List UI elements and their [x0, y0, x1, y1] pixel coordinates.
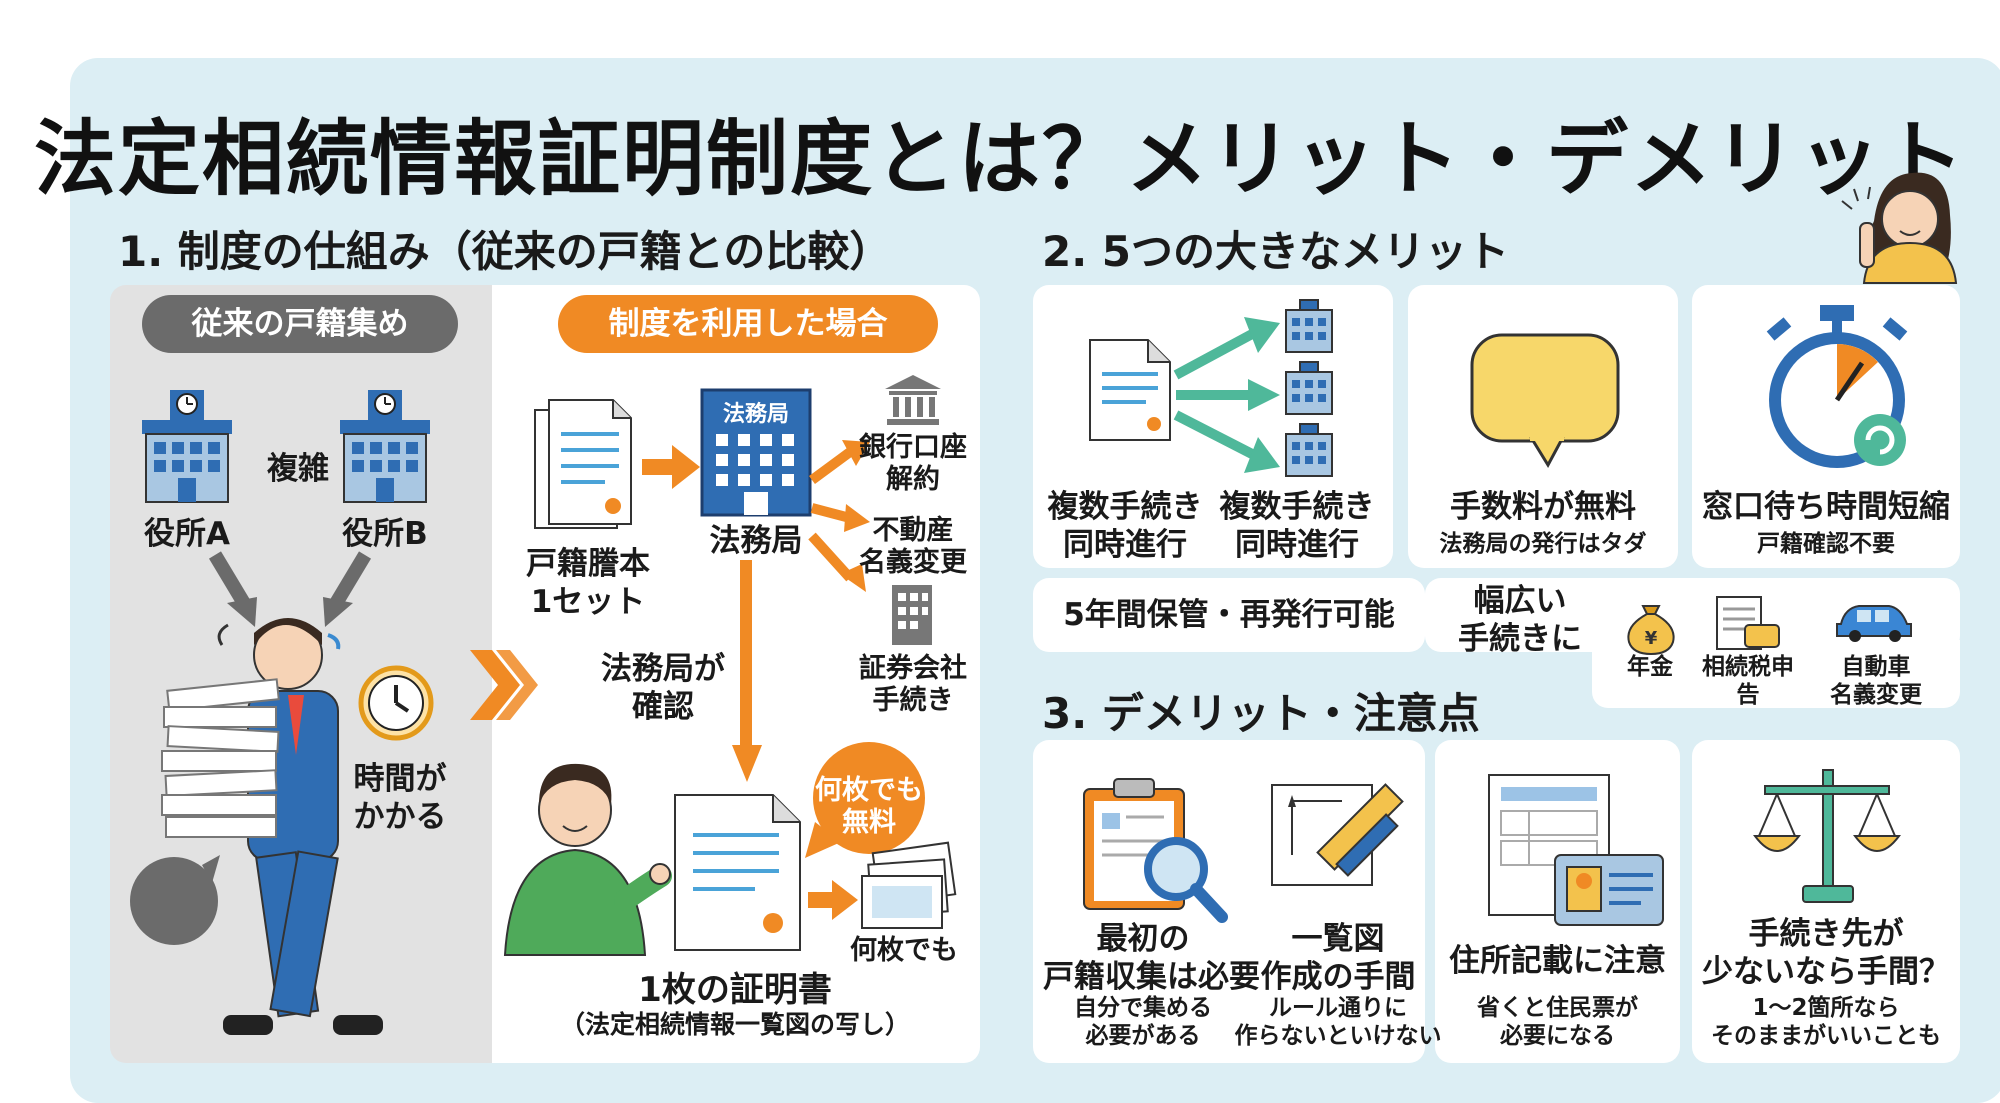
teal-fan-arrows-icon [1173, 317, 1280, 473]
certificate-document-icon [674, 794, 801, 951]
merit-time-sub: 戸籍確認不要 [1757, 531, 1895, 557]
demerit-3-sub: 省くと住民票が 必要になる [1477, 995, 1638, 1049]
demerit-1-title: 最初の 戸籍収集は必要 [1043, 921, 1260, 995]
section1-heading: 1. 制度の仕組み（従来の戸籍との比較） [118, 227, 892, 276]
koseki-label: 戸籍謄本 1セット [526, 546, 650, 620]
tax-form-icon [1716, 596, 1780, 650]
id-card-form-icon [1488, 774, 1664, 926]
money-bag-icon: ¥ [1627, 605, 1675, 656]
converging-arrows-icon [208, 551, 372, 627]
free-bubble-text: 何枚でも 無料 [815, 775, 923, 838]
merit-free-title: 手数料が無料 [1450, 489, 1636, 525]
office-a-label: 役所A [144, 516, 230, 552]
office-b-label: 役所B [342, 516, 428, 552]
stressed-man-illustration [161, 618, 383, 1035]
realestate-label: 不動産 名義変更 [859, 515, 967, 578]
pointing-woman-illustration [1841, 172, 1958, 284]
stopwatch-icon [1766, 305, 1908, 468]
merit-parallel-b: 複数手続き 同時進行 [1219, 489, 1375, 563]
smiling-person-illustration [503, 763, 672, 956]
merit-wide-item-2: 相続税申 告 [1702, 654, 1794, 708]
many-label: 何枚でも [850, 935, 958, 966]
ruler-pen-icon [1271, 783, 1404, 886]
merit-time-title: 窓口待ち時間短縮 [1702, 489, 1950, 525]
demerit-4-sub: 1〜2箇所なら そのままがいいことも [1711, 995, 1941, 1049]
balance-scale-icon [1753, 769, 1901, 903]
demerit-3-title: 住所記載に注意 [1449, 943, 1666, 979]
merit-parallel-a: 複数手続き 同時進行 [1047, 489, 1203, 563]
arrow-to-copies-icon [808, 880, 858, 920]
certificate-label: 1枚の証明書 [638, 970, 832, 1010]
merit-wide-item-3: 自動車 名義変更 [1830, 654, 1922, 708]
speech-bubble-icon [1470, 333, 1620, 469]
confirm-label: 法務局が 確認 [601, 651, 725, 725]
securities-label: 証券会社 手続き [859, 653, 967, 716]
copies-stack-icon [861, 841, 957, 929]
sigh-bubble-icon [130, 855, 220, 945]
bureau-sign: 法務局 [722, 402, 789, 427]
merit-card-storage [1033, 578, 1425, 652]
chevron-right-icon [470, 650, 538, 720]
office-a-icon [142, 390, 232, 503]
certificate-sub: （法定相続情報一覧図の写し） [559, 1010, 910, 1039]
demerit-2-title: 一覧図 作成の手間 [1260, 921, 1416, 995]
down-arrow-icon [732, 560, 762, 782]
koseki-document-icon [534, 399, 632, 529]
document-icon [1089, 339, 1171, 441]
free-bubble-icon [805, 742, 925, 858]
clock-icon [358, 665, 434, 741]
svg-text:¥: ¥ [1645, 628, 1658, 649]
time-label: 時間が かかる [353, 761, 447, 835]
system-label: 制度を利用した場合 [558, 295, 938, 353]
fan-out-arrows-icon [808, 440, 870, 592]
section2-heading: 2. 5つの大きなメリット [1042, 227, 1510, 276]
bureau-label: 法務局 [709, 523, 803, 559]
bureau-building-icon [700, 388, 812, 517]
page-title: 法定相続情報証明制度とは？メリット・デメリット [33, 112, 1966, 207]
demerit-1-sub: 自分で集める 必要がある [1074, 995, 1212, 1049]
section3-heading: 3. デメリット・注意点 [1042, 689, 1480, 738]
merit-storage-text: 5年間保管・再発行可能 [1063, 597, 1395, 633]
car-icon [1836, 605, 1912, 642]
merit-wide-lead: 幅広い 手続きに [1458, 583, 1582, 657]
arrow-to-bureau-icon [642, 445, 700, 489]
bank-icon [885, 375, 941, 425]
complex-label: 複雑 [267, 451, 329, 487]
demerit-2-sub: ルール通りに 作らないといけない [1234, 995, 1442, 1049]
bank-label: 銀行口座 解約 [859, 432, 967, 495]
buildings-icon [1285, 299, 1333, 477]
demerit-4-title: 手続き先が 少ないなら手間？ [1702, 916, 1950, 990]
clipboard-magnifier-icon [1083, 778, 1228, 923]
merit-free-sub: 法務局の発行はタダ [1439, 531, 1647, 557]
securities-building-icon [892, 585, 932, 645]
merit-wide-item-1: 年金 [1627, 654, 1673, 680]
traditional-label: 従来の戸籍集め [142, 295, 458, 353]
office-b-icon [340, 390, 430, 503]
